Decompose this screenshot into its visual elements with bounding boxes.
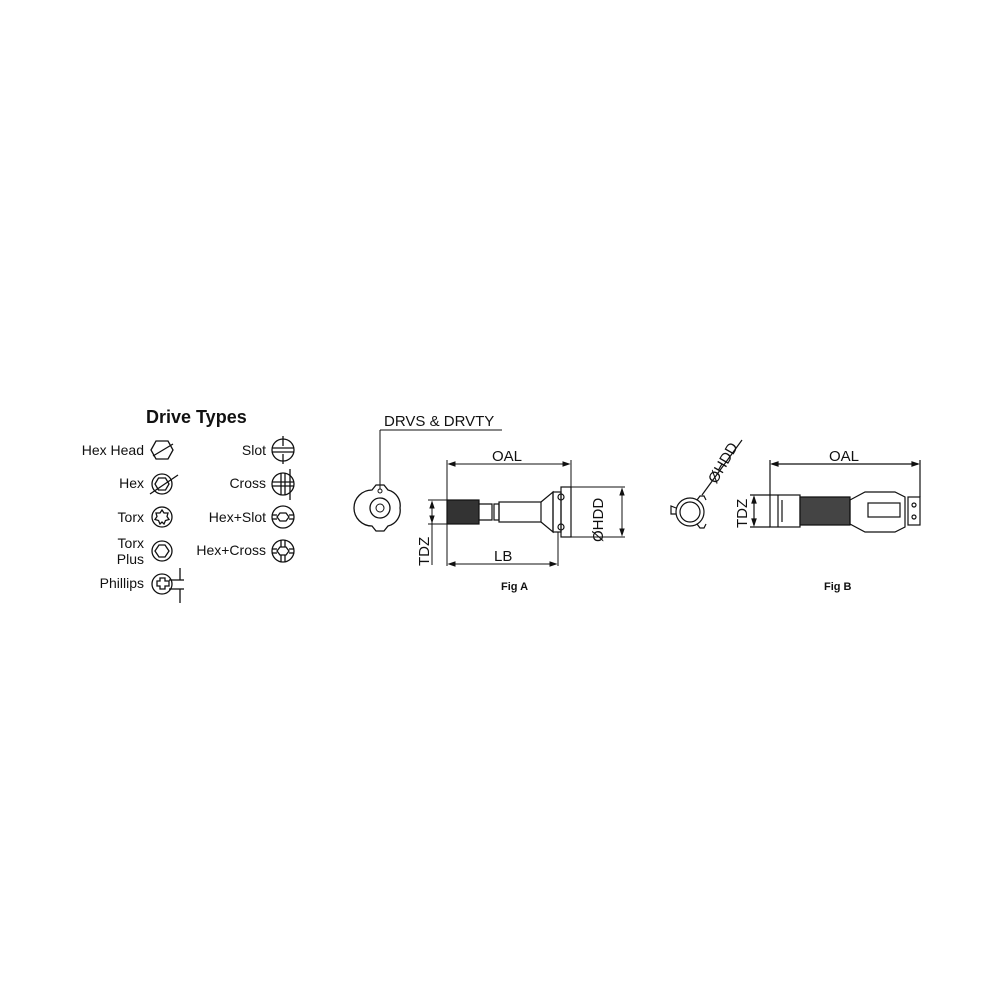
fig-a-leader-label: DRVS & DRVTY — [384, 413, 495, 430]
fig-a-oal-label: OAL — [492, 448, 523, 465]
cross-icon — [271, 469, 295, 500]
label-torx-plus-line2: Plus — [116, 551, 144, 567]
torx-icon — [151, 506, 173, 528]
label-hex-head: Hex Head — [81, 442, 144, 458]
hex-head-icon — [150, 440, 174, 460]
fig-a-dimensions — [428, 460, 625, 567]
fig-b-end-view — [670, 439, 743, 529]
fig-b-oal-label: OAL — [829, 448, 860, 465]
hex-cross-icon — [271, 539, 295, 563]
label-phillips: Phillips — [99, 575, 144, 591]
hex-slot-icon — [271, 505, 295, 529]
label-torx: Torx — [117, 509, 144, 525]
fig-a-lb-label: LB — [494, 548, 513, 565]
label-torx-plus-line1: Torx — [117, 535, 144, 551]
fig-a-side-view — [446, 486, 572, 538]
label-hex-cross: Hex+Cross — [196, 542, 266, 558]
fig-b-tdz-label: TDZ — [734, 498, 751, 528]
fig-b-caption: Fig B — [824, 581, 852, 593]
drive-types-title: Drive Types — [146, 407, 247, 427]
phillips-icon — [151, 568, 184, 603]
label-hex-slot: Hex+Slot — [208, 509, 266, 525]
label-torx-plus: Torx Plus — [60, 535, 144, 567]
fig-b-dimensions — [750, 460, 921, 528]
hex-socket-icon — [149, 473, 179, 495]
torx-plus-icon — [151, 540, 173, 562]
label-cross: Cross — [229, 475, 266, 491]
fig-a-caption: Fig A — [501, 581, 529, 593]
fig-a-end-view — [353, 429, 502, 532]
label-hex: Hex — [119, 475, 144, 491]
fig-b-side-view — [769, 491, 921, 533]
label-slot: Slot — [241, 442, 266, 458]
slot-icon — [271, 436, 295, 464]
